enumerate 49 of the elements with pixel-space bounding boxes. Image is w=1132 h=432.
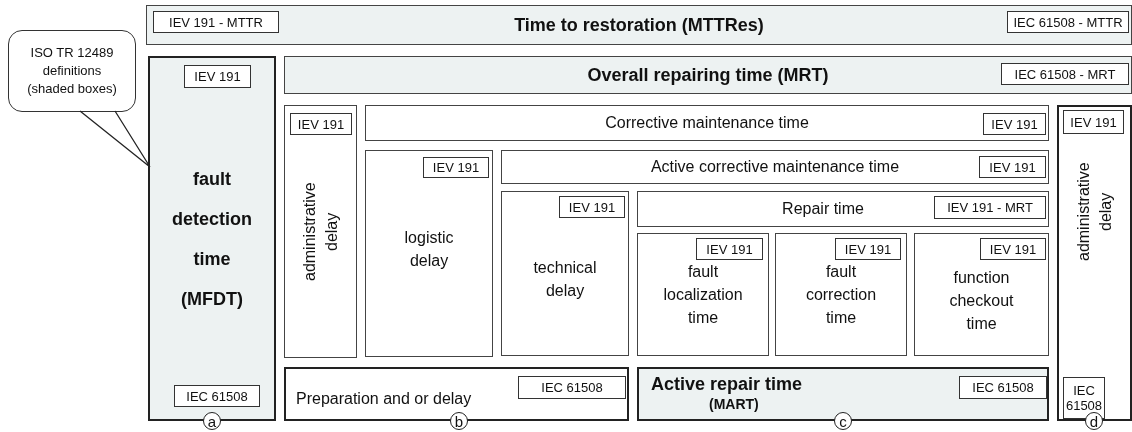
box-label: Active repair time — [651, 373, 803, 395]
box-label: Overall repairing time (MRT) — [587, 63, 829, 87]
box-label: fault detection time (MFDT) — [171, 167, 253, 311]
reference-tag: IEV 191 — [1063, 110, 1124, 134]
time-box — [284, 105, 357, 358]
box-label: function checkout time — [948, 268, 1015, 334]
callout-text: ISO TR 12489 definitions (shaded boxes) — [26, 44, 118, 98]
vertical-label: administrative delay — [1073, 161, 1115, 264]
box-label: Corrective maintenance time — [605, 113, 809, 133]
reference-tag: IEC 61508 — [518, 376, 626, 399]
reference-tag: IEV 191 — [979, 156, 1046, 178]
box-label: logistic delay — [403, 227, 455, 271]
box-label: (MART) — [709, 395, 759, 413]
box-label: Preparation and or delay — [296, 389, 472, 409]
reference-tag: IEV 191 - MTTR — [153, 11, 279, 33]
reference-tag: IEV 191 — [835, 238, 901, 260]
time-box — [501, 150, 1049, 184]
vertical-label: administrative delay — [299, 181, 341, 283]
reference-tag: IEV 191 — [696, 238, 763, 260]
reference-tag: IEV 191 — [290, 113, 352, 135]
time-box — [501, 191, 629, 356]
shaded-time-box — [637, 367, 1049, 421]
reference-tag: IEV 191 — [980, 238, 1046, 260]
time-box — [365, 150, 493, 357]
callout-pointer — [79, 110, 151, 168]
time-box — [637, 233, 769, 356]
box-label: fault correction time — [804, 262, 878, 328]
time-box — [914, 233, 1049, 356]
reference-tag: IEV 191 — [423, 157, 489, 178]
time-box — [775, 233, 907, 356]
box-label: Repair time — [782, 199, 864, 219]
time-box — [365, 105, 1049, 141]
box-label: Active corrective maintenance time — [650, 157, 900, 177]
time-box — [637, 191, 1049, 227]
shaded-time-box — [148, 56, 276, 421]
box-label: Time to restoration (MTTRes) — [514, 13, 764, 37]
reference-tag: IEV 191 - MRT — [934, 196, 1046, 219]
shaded-time-box — [146, 5, 1132, 45]
reference-tag: IEC 61508 - MTTR — [1007, 11, 1129, 33]
box-label: technical delay — [532, 257, 598, 301]
reference-tag: IEC 61508 — [959, 376, 1047, 399]
reference-tag: IEC 61508 — [174, 385, 260, 407]
callout-bubble — [8, 30, 136, 112]
reference-tag: IEC 61508 - MRT — [1001, 63, 1129, 85]
reference-tag: IEV 191 — [184, 65, 251, 88]
reference-tag: IEV 191 — [983, 113, 1046, 135]
shaded-time-box — [284, 56, 1132, 94]
box-label: fault localization time — [662, 262, 744, 328]
reference-tag: IEV 191 — [559, 196, 625, 218]
